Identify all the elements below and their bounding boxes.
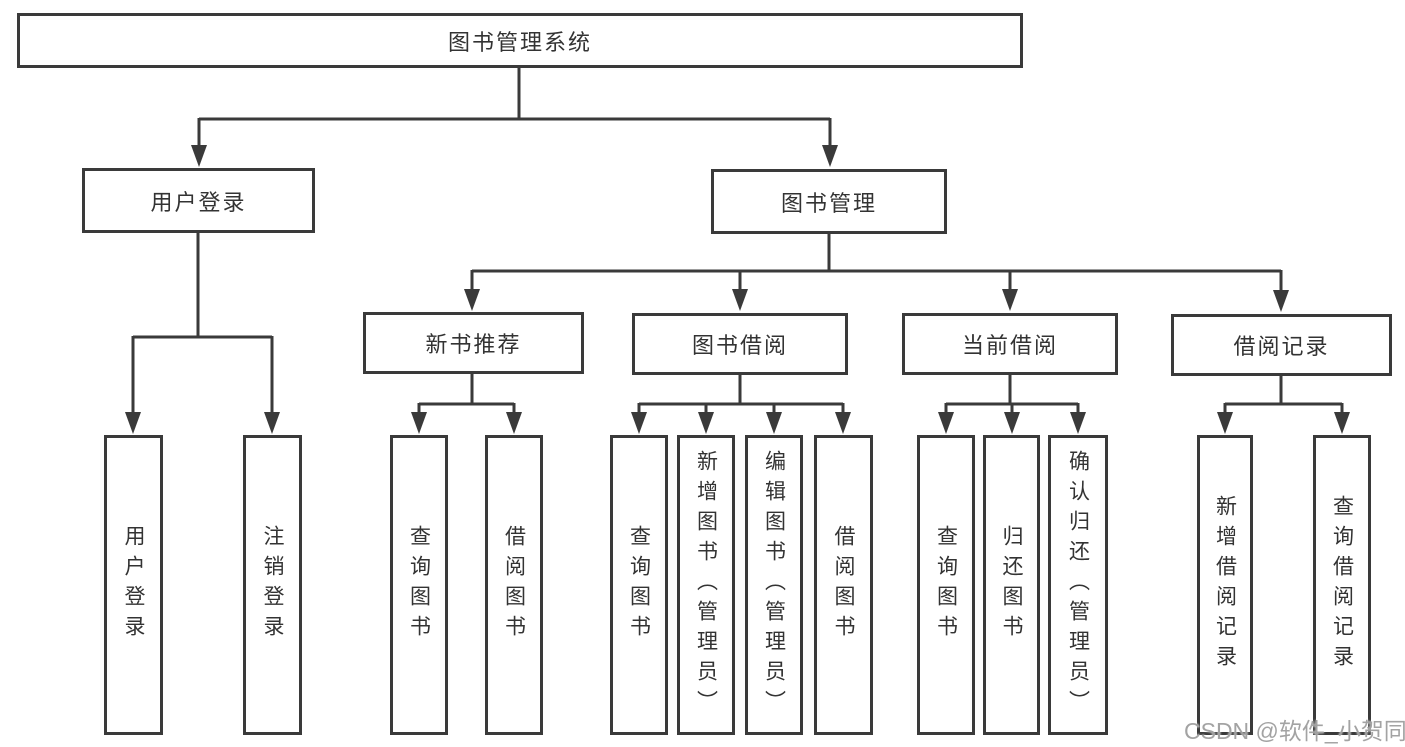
node-leaf-query-borrow-record: 查询借阅记录 xyxy=(1313,435,1371,735)
node-leaf-add-books-admin: 新增图书（管理员） xyxy=(677,435,735,735)
node-leaf-return-books: 归还图书 xyxy=(983,435,1040,735)
node-leaf-user-login: 用户登录 xyxy=(104,435,163,735)
arrowheads xyxy=(125,145,1350,434)
node-library-management-system: 图书管理系统 xyxy=(17,13,1023,68)
watermark: CSDN @软件_小贺同学 xyxy=(1184,718,1405,744)
node-leaf-query-books-borrowing: 查询图书 xyxy=(610,435,668,735)
node-leaf-query-books-current: 查询图书 xyxy=(917,435,975,735)
node-borrowing-records: 借阅记录 xyxy=(1171,314,1392,376)
node-leaf-borrow-books-borrowing: 借阅图书 xyxy=(814,435,873,735)
node-leaf-confirm-return-admin: 确认归还（管理员） xyxy=(1048,435,1108,735)
node-new-book-recommend: 新书推荐 xyxy=(363,312,584,374)
node-book-management-branch: 图书管理 xyxy=(711,169,947,234)
node-book-borrowing: 图书借阅 xyxy=(632,313,848,375)
node-current-borrowing: 当前借阅 xyxy=(902,313,1118,375)
node-user-login-branch: 用户登录 xyxy=(82,168,315,233)
node-leaf-edit-books-admin: 编辑图书（管理员） xyxy=(745,435,803,735)
node-leaf-logout: 注销登录 xyxy=(243,435,302,735)
node-leaf-add-borrow-record: 新增借阅记录 xyxy=(1197,435,1253,735)
node-leaf-query-books-recommend: 查询图书 xyxy=(390,435,448,735)
node-leaf-borrow-books-recommend: 借阅图书 xyxy=(485,435,543,735)
